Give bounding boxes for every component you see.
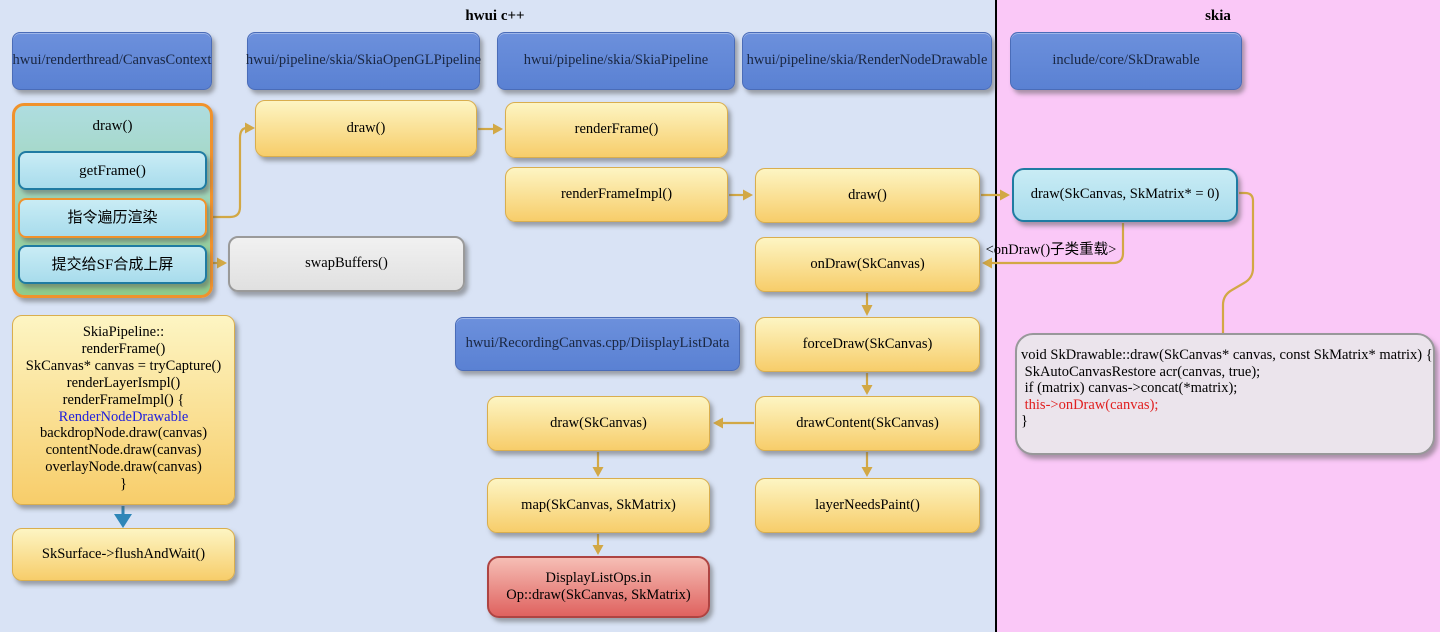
pipeline-code-line: renderFrame() — [81, 340, 166, 357]
hwui-section-title: hwui c++ — [465, 8, 525, 24]
header-recording-canvas: hwui/RecordingCanvas.cpp/DiisplayListDat… — [455, 317, 740, 371]
pipeline-code-line: } — [120, 476, 127, 493]
node-pipeline-draw: draw() — [255, 100, 477, 157]
node-draw-content: drawContent(SkCanvas) — [755, 396, 980, 451]
node-render-frame: renderFrame() — [505, 102, 728, 158]
node-draw-skcanvas: draw(SkCanvas) — [487, 396, 710, 451]
skdrawable-code-line: void SkDrawable::draw(SkCanvas* canvas, … — [1021, 347, 1433, 363]
node-map-skcanvas: map(SkCanvas, SkMatrix) — [487, 478, 710, 533]
pipeline-code-line: backdropNode.draw(canvas) — [39, 425, 208, 442]
node-display-list-ops: DisplayListOps.in Op::draw(SkCanvas, SkM… — [487, 556, 710, 618]
node-submit-sf: 提交给SF合成上屏 — [18, 245, 207, 284]
node-force-draw: forceDraw(SkCanvas) — [755, 317, 980, 372]
node-layer-needs-paint: layerNeedsPaint() — [755, 478, 980, 533]
node-swap-buffers: swapBuffers() — [228, 236, 465, 292]
node-get-frame: getFrame() — [18, 151, 207, 190]
skdrawable-code-line: if (matrix) canvas->concat(*matrix); — [1021, 380, 1238, 397]
skia-region-background — [996, 0, 1440, 632]
header-canvas-context: hwui/renderthread/CanvasContext — [12, 32, 212, 90]
skdrawable-code-line-ondraw: this->onDraw(canvas); — [1021, 396, 1159, 413]
header-skia-opengl-pipeline: hwui/pipeline/skia/SkiaOpenGLPipeline — [246, 32, 481, 90]
pipeline-code-line: contentNode.draw(canvas) — [45, 442, 202, 459]
skia-section-title: skia — [1205, 8, 1231, 24]
skdrawable-code-line: } — [1021, 413, 1028, 430]
header-render-node-drawable: hwui/pipeline/skia/RenderNodeDrawable — [742, 32, 992, 90]
node-skdrawable-code: void SkDrawable::draw(SkCanvas* canvas, … — [1015, 333, 1435, 455]
node-rnd-draw: draw() — [755, 168, 980, 223]
ondraw-override-label: <onDraw()子类重载> — [985, 242, 1117, 258]
pipeline-code-line: renderFrameImpl() { — [62, 391, 185, 408]
display-list-ops-line: DisplayListOps.in — [545, 570, 652, 587]
pipeline-code-line: overlayNode.draw(canvas) — [45, 459, 202, 476]
node-skdrawable-draw: draw(SkCanvas, SkMatrix* = 0) — [1012, 168, 1238, 222]
pipeline-code-line: renderLayerIsmpl() — [66, 374, 181, 391]
section-divider-line — [995, 0, 997, 632]
header-skia-pipeline: hwui/pipeline/skia/SkiaPipeline — [497, 32, 735, 90]
header-sk-drawable: include/core/SkDrawable — [1010, 32, 1242, 90]
node-flush-and-wait: SkSurface->flushAndWait() — [12, 528, 235, 581]
pipeline-code-line: SkCanvas* canvas = tryCapture() — [25, 357, 222, 374]
skdrawable-code-line: SkAutoCanvasRestore acr(canvas, true); — [1021, 363, 1261, 380]
node-render-frame-impl: renderFrameImpl() — [505, 167, 728, 222]
pipeline-code-line-render-node-drawable: RenderNodeDrawable — [58, 408, 189, 425]
node-instruction-render: 指令遍历渲染 — [18, 198, 207, 238]
group-draw-label: draw() — [92, 118, 133, 134]
node-on-draw: onDraw(SkCanvas) — [755, 237, 980, 292]
node-skia-pipeline-detail: SkiaPipeline:: renderFrame() SkCanvas* c… — [12, 315, 235, 505]
pipeline-code-line: SkiaPipeline:: — [82, 324, 165, 340]
display-list-ops-line: Op::draw(SkCanvas, SkMatrix) — [506, 587, 691, 603]
